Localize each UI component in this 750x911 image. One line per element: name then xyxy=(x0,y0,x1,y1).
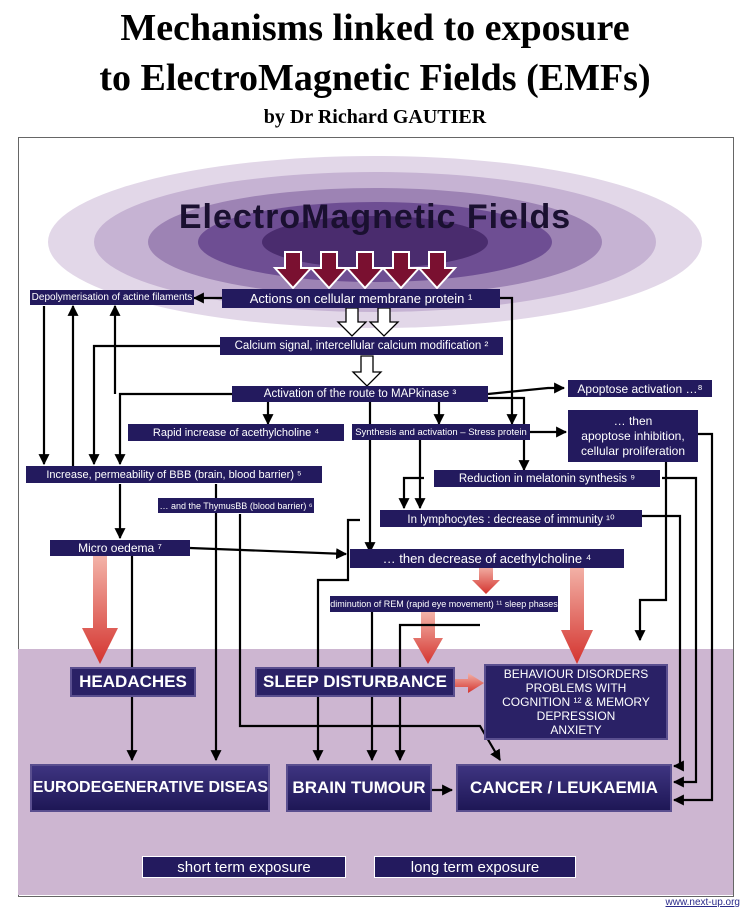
red-arrows xyxy=(82,556,593,693)
line-map-to-melatonin xyxy=(488,396,530,472)
hollow-arrow-3 xyxy=(351,355,383,387)
emf-label: ElectroMagnetic Fields xyxy=(178,198,572,236)
node-membrane-protein: Actions on cellular membrane protein ¹ xyxy=(222,289,500,308)
apoptose-inhibition-line-1: … then xyxy=(613,413,653,428)
node-stress-protein: Synthesis and activation – Stress protei… xyxy=(352,424,530,440)
apoptose-inhibition-line-2: apoptose inhibition, xyxy=(581,428,685,443)
behaviour-line-4: DEPRESSION xyxy=(536,709,616,723)
field-arrow-1 xyxy=(272,251,314,290)
red-arrow-headaches xyxy=(82,556,118,664)
line-lymph-to-brain xyxy=(312,518,360,762)
legend-long-term: long term exposure xyxy=(374,856,576,878)
apoptose-inhibition-line-3: cellular proliferation xyxy=(580,443,686,458)
outcome-neurodegenerative-disease: NEURODEGENERATIVE DISEASE xyxy=(30,764,270,812)
field-arrow-5 xyxy=(416,251,458,290)
legend-short-term: short term exposure xyxy=(142,856,346,878)
line-apoptose-to-cancer-1 xyxy=(672,432,714,806)
line-map-to-bbb xyxy=(114,392,232,466)
hollow-arrow-1 xyxy=(336,307,368,337)
outcome-cancer-leukaemia: CANCER / LEUKAEMIA xyxy=(456,764,672,812)
node-apoptose-inhibition: … then apoptose inhibition, cellular pro… xyxy=(568,410,698,462)
line-thymus-to-cancer xyxy=(238,514,501,761)
page-title-line-2: to ElectroMagnetic Fields (EMFs) xyxy=(99,57,651,99)
node-acetylcholine-increase: Rapid increase of acethylcholine ⁴ xyxy=(128,424,344,441)
behaviour-line-1: BEHAVIOUR DISORDERS xyxy=(503,667,649,681)
field-arrow-4 xyxy=(380,251,422,290)
line-melatonin-to-cancer xyxy=(662,476,698,788)
node-thymus-barrier: … and the ThymusBB (blood barrier) ⁶ xyxy=(158,498,314,513)
outcome-brain-tumour: BRAIN TUMOUR xyxy=(286,764,432,812)
red-arrow-rem xyxy=(472,566,500,594)
author-credit: by Dr Richard GAUTIER xyxy=(263,106,487,128)
node-melatonin-reduction: Reduction in melatonin synthesis ⁹ xyxy=(434,470,660,487)
behaviour-line-3: COGNITION ¹² & MEMORY xyxy=(502,695,650,709)
field-arrow-2 xyxy=(308,251,350,290)
red-arrow-sleep-to-behaviour xyxy=(455,673,484,693)
node-acetylcholine-decrease: … then decrease of acethylcholine ⁴ xyxy=(350,549,624,568)
line-lymph-to-cancer xyxy=(640,514,684,772)
outcome-headaches: HEADACHES xyxy=(70,667,196,697)
node-micro-oedema: Micro oedema ⁷ xyxy=(50,540,190,556)
line-membrane-to-stress xyxy=(500,296,518,426)
node-calcium-signal: Calcium signal, intercellular calcium mo… xyxy=(220,337,503,355)
node-rem-diminution: diminution of REM (rapid eye movement) ¹… xyxy=(330,596,558,612)
node-apoptose-activation: Apoptose activation …⁸ xyxy=(568,380,712,397)
line-oedema-to-acetyl xyxy=(189,546,348,560)
arrow-lines xyxy=(38,292,714,806)
outcome-behaviour-disorders: BEHAVIOUR DISORDERS PROBLEMS WITH COGNIT… xyxy=(484,664,668,740)
field-arrows xyxy=(272,251,458,290)
node-mapkinase: Activation of the route to MAPkinase ³ xyxy=(232,386,488,402)
field-arrow-3 xyxy=(344,251,386,290)
behaviour-line-2: PROBLEMS WITH xyxy=(525,681,627,695)
outcome-sleep-disturbance: SLEEP DISTURBANCE xyxy=(255,667,455,697)
hollow-arrows xyxy=(336,307,400,387)
line-calcium-to-bbb xyxy=(88,344,220,466)
node-bbb-permeability: Increase, permeability of BBB (brain, bl… xyxy=(26,466,322,483)
behaviour-line-5: ANXIETY xyxy=(550,723,602,737)
footer-link[interactable]: www.next-up.org xyxy=(665,897,740,908)
line-melatonin-to-lymph xyxy=(398,476,424,510)
line-map-to-apoptose xyxy=(487,382,566,396)
node-depolymerisation: Depolymerisation of actine filaments xyxy=(30,290,194,305)
red-arrow-sleep xyxy=(413,612,443,664)
hollow-arrow-2 xyxy=(368,307,400,337)
page-title-line-1: Mechanisms linked to exposure xyxy=(120,7,630,49)
node-lymphocytes: In lymphocytes : decrease of immunity ¹⁰ xyxy=(380,510,642,527)
line-behaviour-to-brain xyxy=(394,623,480,762)
red-arrow-behaviour xyxy=(561,566,593,664)
